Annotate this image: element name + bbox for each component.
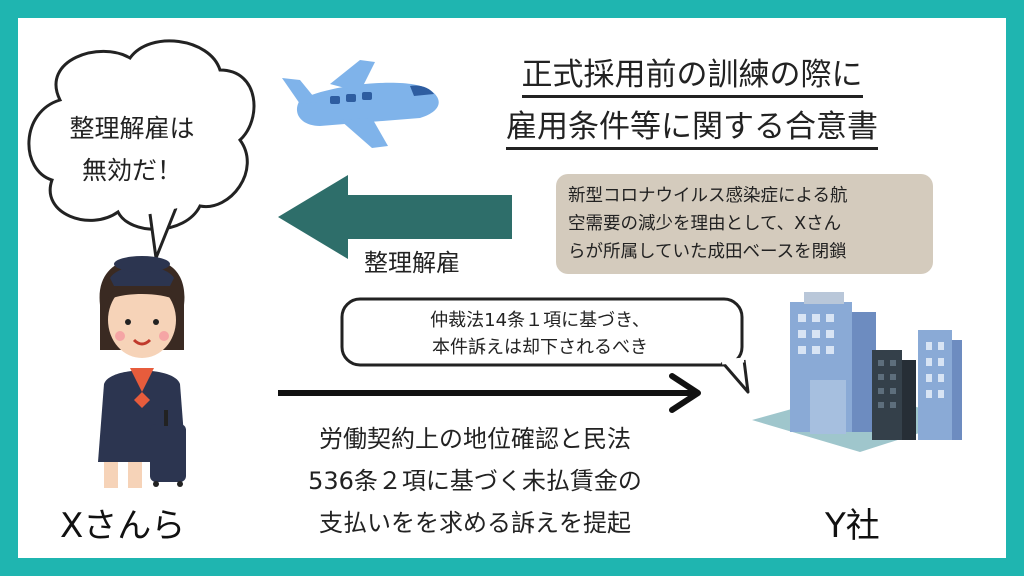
party-company-label: Y社	[825, 506, 880, 546]
claim-arrow	[278, 373, 701, 413]
page-title: 正式採用前の訓練の際に 雇用条件等に関する合意書	[442, 52, 942, 156]
defense-bubble	[340, 297, 750, 394]
speech-bubble-text: 整理解雇は 無効だ！	[69, 114, 195, 185]
page-title-line-2: 雇用条件等に関する合意書	[506, 107, 878, 150]
party-employee-label: Xさんら	[60, 506, 186, 546]
dismissal-label: 整理解雇	[364, 249, 460, 277]
speech-bubble	[27, 39, 256, 260]
page-title-line-1: 正式採用前の訓練の際に	[521, 55, 863, 98]
defense-bubble-text: 仲裁法14条１項に基づき、 本件訴えは却下されるべき	[430, 310, 650, 358]
claim-text: 労働契約上の地位確認と民法 536条２項に基づく未払賃金の 支払いをを求める訴え…	[308, 425, 642, 537]
dismissal-reason-box: 新型コロナウイルス感染症による航 空需要の減少を理由として、Xさん らが所属して…	[556, 174, 933, 274]
flight-attendant-icon	[98, 256, 186, 488]
airplane-icon	[282, 60, 439, 148]
office-buildings-icon	[752, 292, 962, 452]
dismissal-arrow	[278, 175, 512, 259]
